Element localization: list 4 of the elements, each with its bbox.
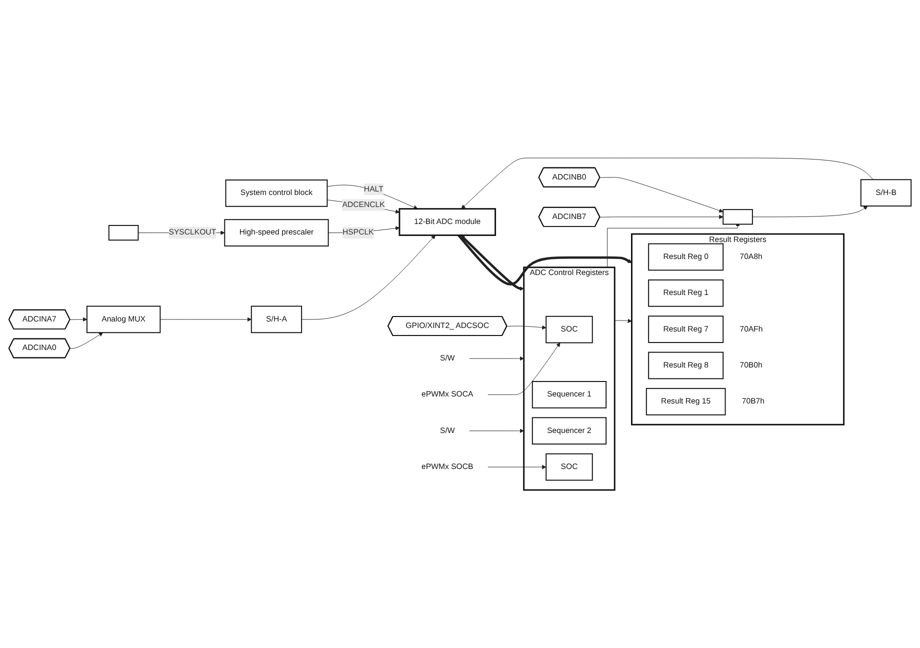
arrow — [460, 235, 524, 291]
node-box — [108, 224, 139, 241]
node-box — [722, 209, 753, 225]
arrow — [458, 234, 632, 286]
